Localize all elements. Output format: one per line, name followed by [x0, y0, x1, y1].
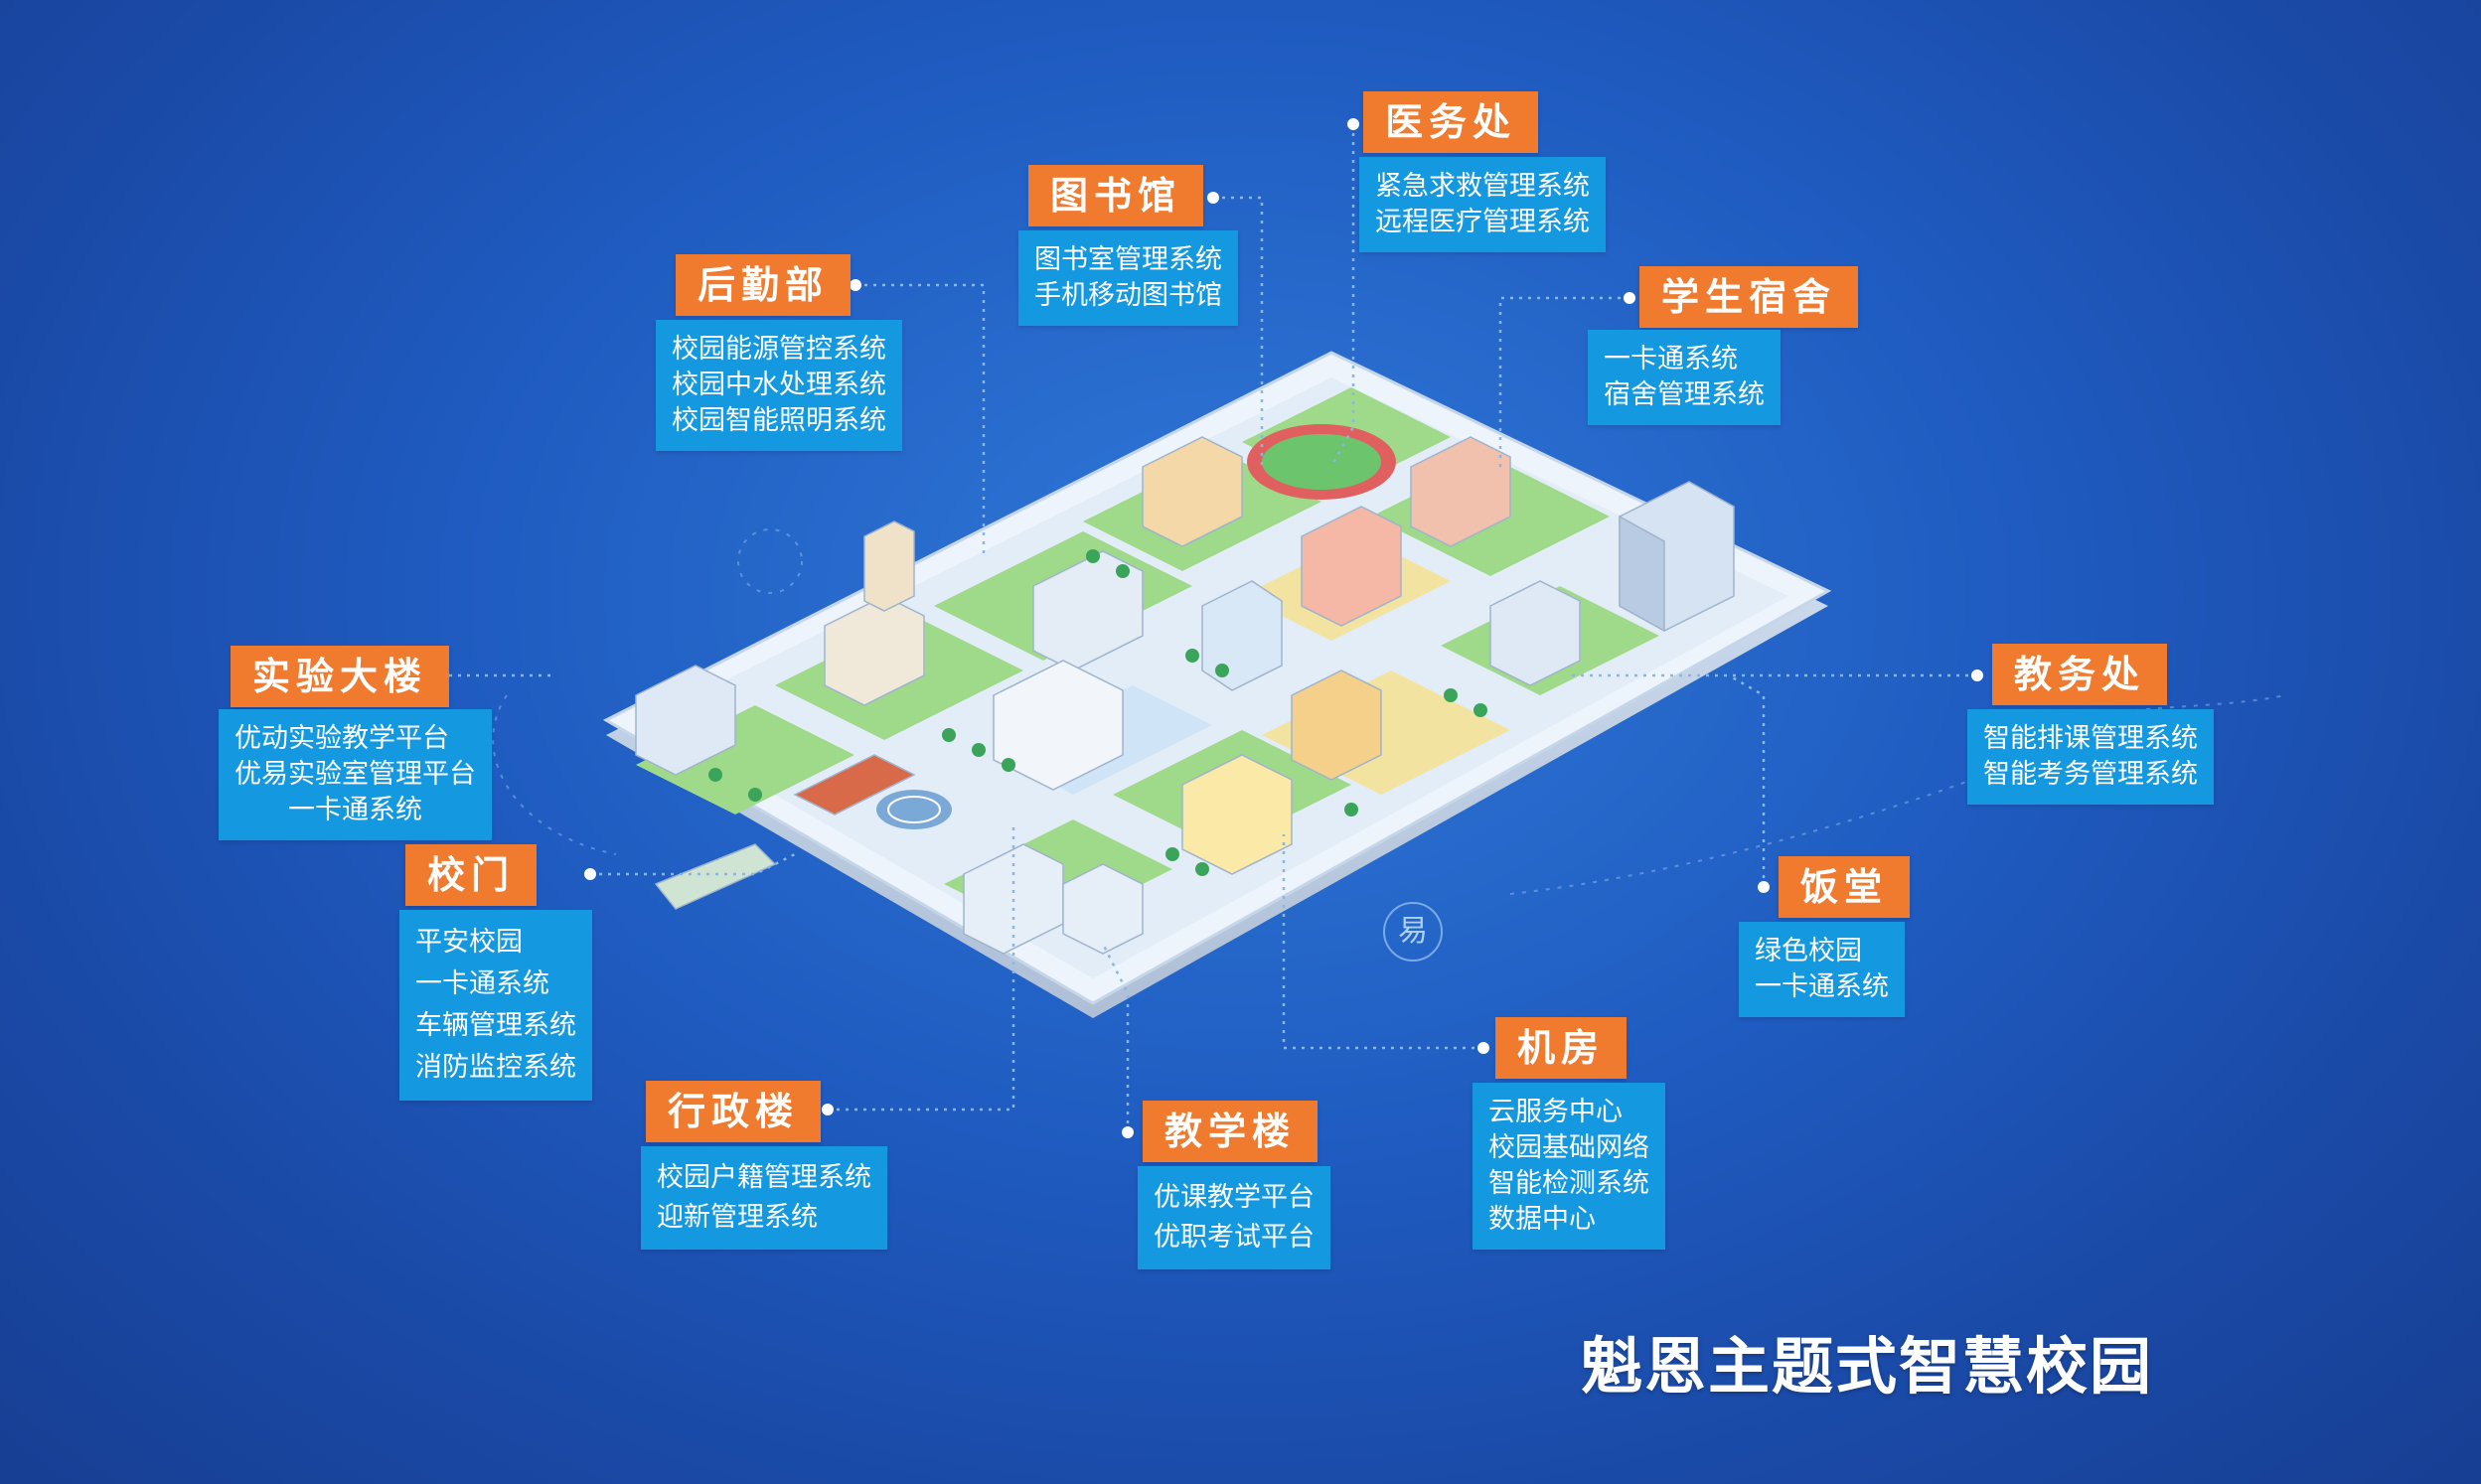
campus-buildings: [635, 436, 1735, 955]
panel-item: 优课教学平台: [1154, 1182, 1315, 1213]
panel-item: 消防监控系统: [415, 1052, 576, 1083]
panel-item: 车辆管理系统: [415, 1010, 576, 1041]
panel-item: 校园智能照明系统: [672, 405, 886, 436]
panel-item: 校园中水处理系统: [672, 370, 886, 400]
panel-academic: 智能排课管理系统 智能考务管理系统: [1967, 709, 2214, 805]
panel-item: 迎新管理系统: [657, 1202, 818, 1233]
panel-item: 一卡通系统: [415, 968, 549, 999]
panel-item: 绿色校园: [1755, 936, 1862, 966]
panel-teaching: 优课教学平台 优职考试平台: [1138, 1166, 1330, 1269]
panel-item: 智能排课管理系统: [1983, 723, 2198, 754]
page-title: 魁恩主题式智慧校园: [1580, 1330, 2153, 1403]
connector-endpoints: [425, 118, 1983, 1138]
panel-item: 手机移动图书馆: [1034, 280, 1222, 311]
panel-server: 云服务中心 校园基础网络 智能检测系统 数据中心: [1473, 1083, 1665, 1250]
tag-library: 图书馆: [1028, 165, 1204, 226]
panel-item: 紧急求救管理系统: [1375, 171, 1590, 202]
panel-library: 图书室管理系统 手机移动图书馆: [1018, 230, 1238, 326]
panel-item: 远程医疗管理系统: [1375, 207, 1590, 237]
panel-item: 优职考试平台: [1154, 1222, 1315, 1253]
panel-item: 宿舍管理系统: [1604, 379, 1765, 410]
panel-item: 智能考务管理系统: [1983, 759, 2198, 790]
panel-item: 云服务中心: [1488, 1097, 1623, 1127]
helipad: [876, 790, 952, 829]
tag-medical: 医务处: [1363, 91, 1539, 153]
panel-item: 智能检测系统: [1488, 1168, 1649, 1199]
campus-trees: [708, 549, 1487, 876]
easy-badge: 易: [1383, 902, 1443, 962]
panel-item: 校园能源管控系统: [672, 334, 886, 365]
panel-logistics: 校园能源管控系统 校园中水处理系统 校园智能照明系统: [656, 320, 902, 451]
panel-canteen: 绿色校园 一卡通系统: [1739, 922, 1905, 1017]
panel-admin: 校园户籍管理系统 迎新管理系统: [641, 1146, 887, 1250]
panel-dormitory: 一卡通系统 宿舍管理系统: [1588, 330, 1781, 425]
tag-lab: 实验大楼: [231, 646, 450, 707]
tag-teaching: 教学楼: [1143, 1101, 1318, 1162]
panel-lab: 优动实验教学平台 优易实验室管理平台 一卡通系统: [219, 709, 492, 840]
tag-logistics: 后勤部: [676, 254, 852, 316]
tag-admin: 行政楼: [646, 1081, 822, 1142]
tag-canteen: 饭堂: [1779, 856, 1911, 918]
panel-item: 校园户籍管理系统: [657, 1162, 871, 1193]
panel-gate: 平安校园 一卡通系统 车辆管理系统 消防监控系统: [399, 910, 592, 1101]
connector-lines: [431, 124, 1977, 1132]
panel-item: 优易实验室管理平台: [234, 759, 476, 790]
panel-medical: 紧急求救管理系统 远程医疗管理系统: [1359, 157, 1606, 252]
panel-item: 一卡通系统: [1755, 971, 1889, 1002]
panel-item: 数据中心: [1488, 1204, 1596, 1235]
tag-academic: 教务处: [1992, 644, 2168, 705]
panel-item: 图书室管理系统: [1034, 244, 1222, 275]
sports-field: [1247, 424, 1396, 500]
panel-item: 一卡通系统: [1604, 344, 1738, 374]
tag-gate: 校门: [405, 844, 538, 906]
tag-dormitory: 学生宿舍: [1639, 266, 1859, 328]
panel-item: 优动实验教学平台: [234, 723, 449, 754]
panel-item: 一卡通系统: [288, 795, 422, 825]
panel-item: 校园基础网络: [1488, 1132, 1649, 1163]
tag-server: 机房: [1495, 1017, 1628, 1079]
panel-item: 平安校园: [415, 927, 523, 958]
